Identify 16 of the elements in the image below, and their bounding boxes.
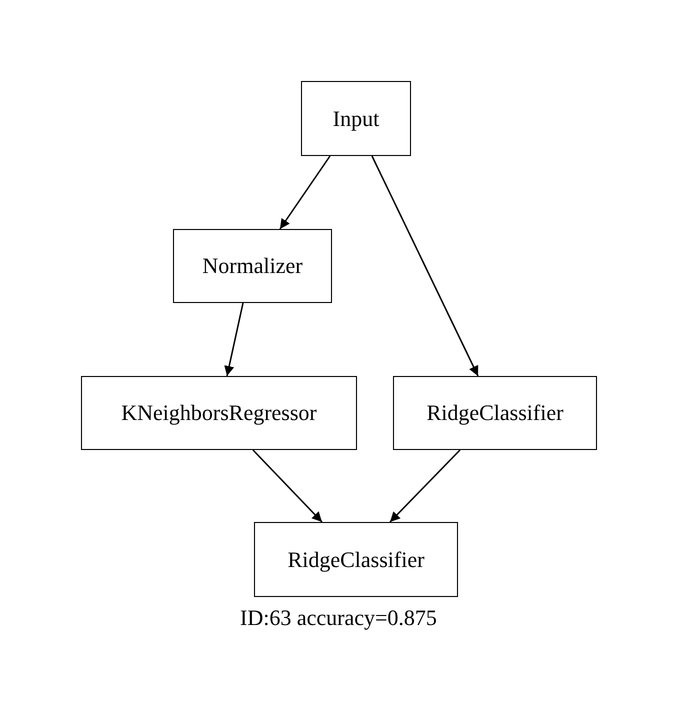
process-box	[81, 376, 357, 450]
process-box	[254, 522, 458, 597]
arrow	[224, 302, 244, 376]
arrow	[371, 156, 479, 376]
arrow	[389, 449, 461, 523]
arrow	[252, 449, 323, 523]
caption: ID:63 accuracy=0.875	[239, 605, 438, 631]
node-label: Normalizer	[202, 253, 303, 279]
node-label: Input	[332, 106, 380, 132]
node-label: RidgeClassifier	[426, 400, 564, 426]
process-box	[173, 229, 332, 303]
arrow	[279, 156, 331, 230]
process-box	[301, 81, 411, 156]
node-label: RidgeClassifier	[288, 546, 424, 572]
process-box	[393, 376, 597, 450]
node-label: KNeighborsRegressor	[121, 400, 317, 426]
